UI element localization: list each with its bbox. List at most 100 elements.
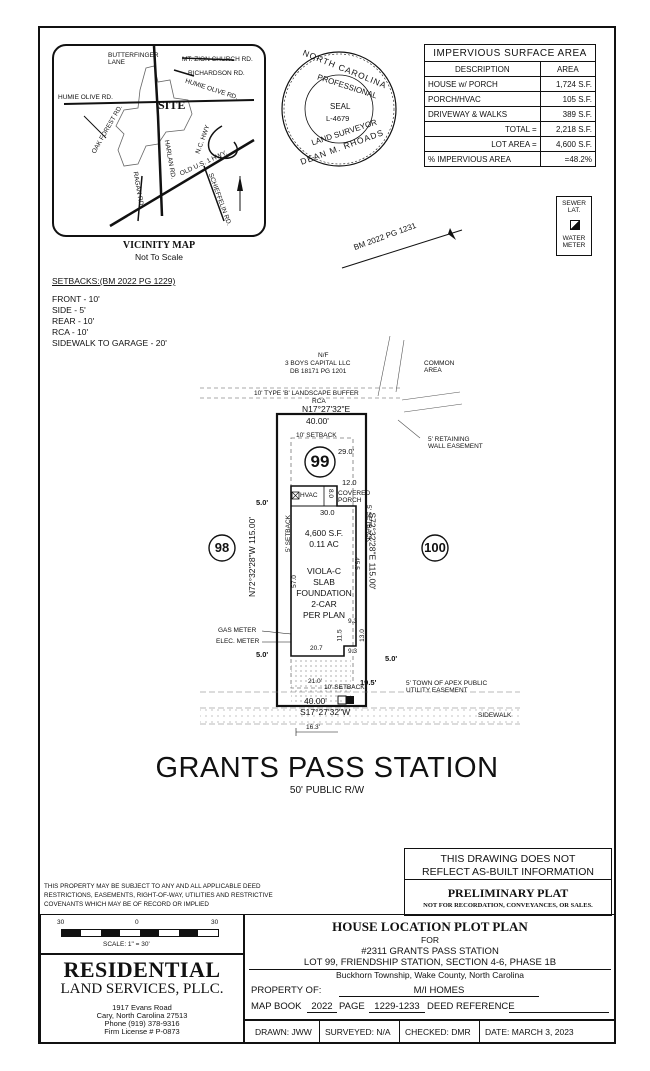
vicinity-map-drawing [63, 45, 255, 228]
dim-57: 57.0 [290, 575, 298, 588]
setback-item: SIDEWALK TO GARAGE - 20' [52, 338, 167, 348]
sidewalk [200, 708, 520, 724]
disclaimer-divider [405, 879, 611, 880]
signoff-divider [479, 1021, 480, 1043]
dim-93b: 9.3 [348, 648, 358, 655]
plat-date: DATE: MARCH 3, 2023 [485, 1027, 574, 1037]
road-main-ns [152, 45, 164, 217]
retaining-label: 5' RETAINING WALL EASEMENT [428, 436, 483, 450]
owner-label: 3 BOYS CAPITAL LLC [285, 360, 351, 367]
vicinity-subtitle: Not To Scale [134, 252, 184, 262]
deed-ref-line [509, 1012, 609, 1013]
south-bearing: S17°27'32"W [300, 707, 351, 717]
dim-5-left: 5.0' [256, 498, 269, 507]
dim-30: 30.0 [320, 508, 335, 517]
page-value: 1229-1233 [369, 1001, 425, 1013]
prelim-title: PRELIMINARY PLAT [447, 886, 569, 900]
site-boundary [115, 65, 193, 167]
road-richardson [173, 69, 195, 77]
title-lot: LOT 99, FRIENDSHIP STATION, SECTION 4-6,… [303, 957, 557, 968]
road-ragan [137, 175, 143, 222]
house-line: VIOLA-C [306, 566, 341, 576]
deed-note: THIS PROPERTY MAY BE SUBJECT TO ANY AND … [44, 883, 273, 908]
company-license: Firm License # P-0873 [104, 1027, 180, 1036]
impervious-area: =48.2% [539, 151, 597, 167]
title-for: FOR [421, 935, 439, 945]
road-label-butterfinger: BUTTERFINGER LANE [108, 52, 159, 66]
lot-98-circle [208, 534, 236, 562]
setback-left-label: 5' SETBACK [285, 514, 293, 553]
west-bearing: N72°32'28"W 115.00' [247, 517, 257, 597]
hvac-label: HVAC [300, 492, 318, 499]
company-addr1: 1917 Evans Road [112, 1003, 172, 1012]
nf-label: N/F [318, 352, 329, 359]
house-line: FOUNDATION [296, 588, 352, 598]
setback-bottom-label: 10' SETBACK [324, 684, 365, 691]
drawn-by: DRAWN: JWW [255, 1027, 312, 1037]
dim-12: 12.0 [342, 478, 357, 487]
dim-21: 21.0' [308, 678, 322, 685]
road-us1 [109, 138, 255, 228]
vicinity-title: VICINITY MAP [122, 240, 196, 251]
dim-195: 19.5' [360, 678, 377, 687]
sidewalk-label: SIDEWALK [478, 712, 512, 719]
road-oak-forest [83, 115, 107, 139]
dim-207: 20.7 [310, 645, 323, 652]
lot-number: 99 [310, 452, 330, 471]
hvac-box [291, 491, 300, 500]
property-of-value: M/I HOMES [339, 985, 539, 997]
scale-box: 30 0 30 SCALE: 1" = 30' [40, 914, 244, 954]
company-phone: Phone (919) 378-9316 [104, 1019, 180, 1028]
setback-item: FRONT - 10' [52, 294, 100, 304]
dim-45: 45.5 [352, 557, 360, 570]
common-area-label: COMMON AREA [424, 360, 455, 374]
prelim-note: NOT FOR RECORDATION, CONVEYANCES, OR SAL… [423, 902, 593, 909]
dim-130: 13.0 [358, 629, 366, 642]
setback-item: SIDE - 5' [52, 305, 86, 315]
town-easement-label: 5' TOWN OF APEX PUBLIC UTILITY EASEMENT [406, 680, 488, 694]
company-box: RESIDENTIAL LAND SERVICES, PLLC. 1917 Ev… [40, 954, 244, 1044]
lot-outline [275, 412, 368, 708]
water-meter-icon [346, 696, 354, 704]
impervious-desc: % IMPERVIOUS AREA [424, 151, 541, 167]
plot-plan-title: HOUSE LOCATION PLOT PLAN [332, 919, 528, 934]
north-distance: 40.00' [306, 416, 329, 426]
dim-8: 8.0 [327, 488, 335, 499]
sewer-legend: SEWER LAT. WATER METER [556, 196, 592, 256]
seal-rings [281, 51, 397, 167]
setback-item: REAR - 10' [52, 316, 95, 326]
house-line: 2-CAR [311, 599, 337, 609]
sewer-water-icon [570, 220, 580, 230]
house-line: SLAB [313, 577, 335, 587]
deed-ref-label: DEED REFERENCE [427, 1001, 515, 1012]
common-area-lines [377, 335, 463, 439]
road-label-mt-zion: MT. ZION CHURCH RD. [182, 56, 253, 63]
lot-left-number: 98 [214, 540, 230, 555]
disclaimer-box: THIS DRAWING DOES NOT REFLECT AS-BUILT I… [404, 848, 612, 916]
map-book-label: MAP BOOK [251, 1001, 302, 1012]
signoff-divider [319, 1021, 320, 1043]
disclaimer-line2: REFLECT AS-BUILT INFORMATION [422, 866, 594, 878]
lot-area-ac: 0.11 AC [309, 539, 339, 549]
checked-by: CHECKED: DMR [405, 1027, 471, 1037]
page-label: PAGE [339, 1001, 365, 1012]
west-distance: 115.00' [246, 517, 257, 545]
lot-right-number: 100 [424, 540, 446, 555]
setback-top-label: 10' SETBACK [296, 432, 337, 439]
title-divider [249, 969, 611, 970]
dim-5-left-bottom: 5.0' [256, 650, 269, 659]
road-label-humie-left: HUMIE OLIVE RD. [58, 94, 113, 101]
title-address: #2311 GRANTS PASS STATION [361, 946, 499, 957]
road-humie-olive [63, 99, 255, 105]
scale-bar [61, 929, 219, 937]
site-label: SITE [158, 98, 186, 112]
lot-99-circle [304, 446, 336, 478]
company-name1: RESIDENTIAL [63, 957, 221, 982]
surveyed-by: SURVEYED: N/A [325, 1027, 391, 1037]
road-mt-zion [181, 57, 235, 61]
company-name2: LAND SERVICES, PLLC. [60, 981, 224, 997]
east-bearing-text: S72°32'28"E [367, 512, 378, 561]
dim-5-right: 5.0' [385, 654, 398, 663]
lot-100-circle [421, 534, 449, 562]
